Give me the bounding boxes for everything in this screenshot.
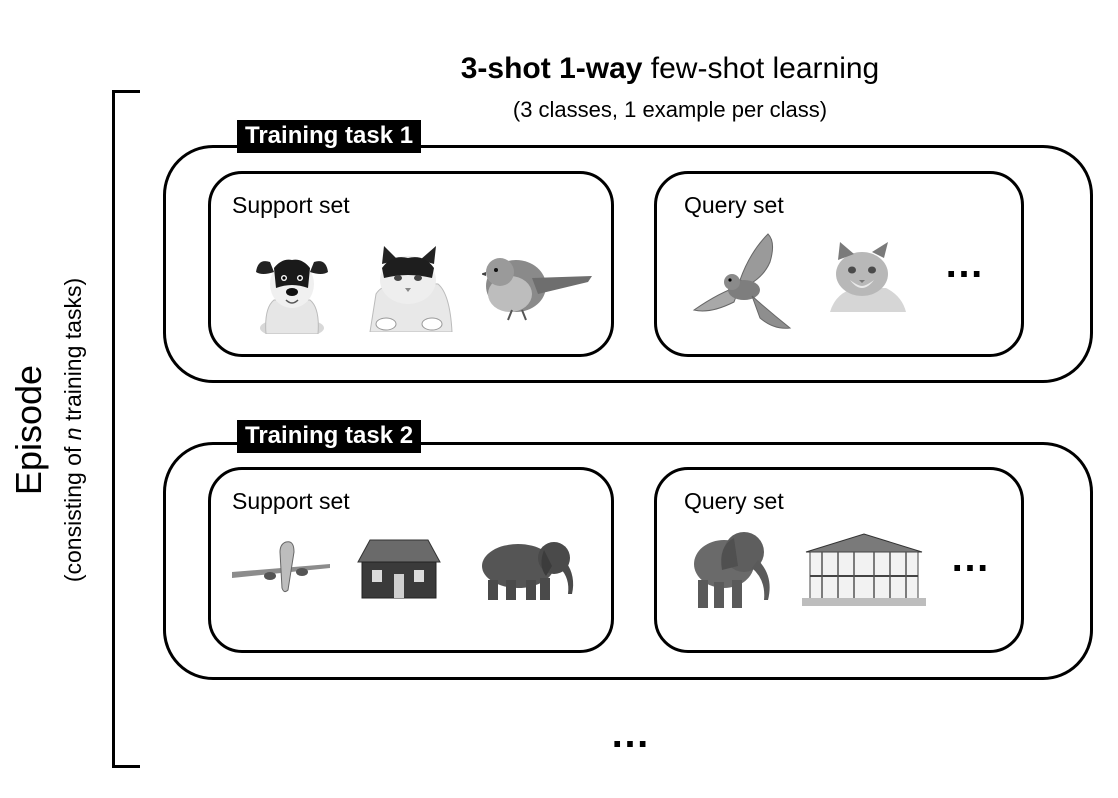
title-bold: 3-shot 1-way xyxy=(460,52,643,85)
mansion-image xyxy=(802,533,926,606)
diagram-title: 3-shot 1-way few-shot learning xyxy=(0,52,1118,86)
task2-support-label: Support set xyxy=(232,488,350,514)
episode-sub-prefix: (consisting of xyxy=(60,440,86,583)
task2-query-label: Query set xyxy=(684,488,784,514)
more-tasks: … xyxy=(610,712,653,756)
dog-image xyxy=(256,259,328,334)
episode-sublabel: (consisting of n training tasks) xyxy=(60,150,87,710)
airplane-image xyxy=(232,541,330,593)
training-task-1-label: Training task 1 xyxy=(237,120,422,153)
training-task-2-label: Training task 2 xyxy=(237,420,422,453)
title-regular: few-shot learning xyxy=(642,52,880,85)
task1-query-set xyxy=(654,171,1024,357)
task1-support-set xyxy=(208,171,614,357)
task2-query-more: … xyxy=(950,536,993,580)
elephant-image xyxy=(482,542,574,600)
diagram-subtitle: (3 classes, 1 example per class) xyxy=(512,97,828,122)
task1-query-more: … xyxy=(944,242,987,286)
episode-sub-suffix: training tasks) xyxy=(60,277,86,428)
task1-support-label: Support set xyxy=(232,192,350,218)
episode-label: Episode xyxy=(8,364,49,496)
episode-bracket xyxy=(112,90,140,768)
task2-support-set xyxy=(208,467,614,653)
training-task-1-box xyxy=(163,145,1093,383)
cat-image xyxy=(369,246,453,332)
training-task-2-box xyxy=(163,442,1093,680)
cat-query-image xyxy=(830,242,906,312)
task2-query-set xyxy=(654,467,1024,653)
bird-image xyxy=(482,258,592,321)
flying-bird-image xyxy=(692,233,792,329)
elephant-query-image xyxy=(694,532,770,608)
episode-sub-italic: n xyxy=(60,427,86,441)
house-image xyxy=(357,539,441,599)
task1-query-label: Query set xyxy=(684,192,784,218)
